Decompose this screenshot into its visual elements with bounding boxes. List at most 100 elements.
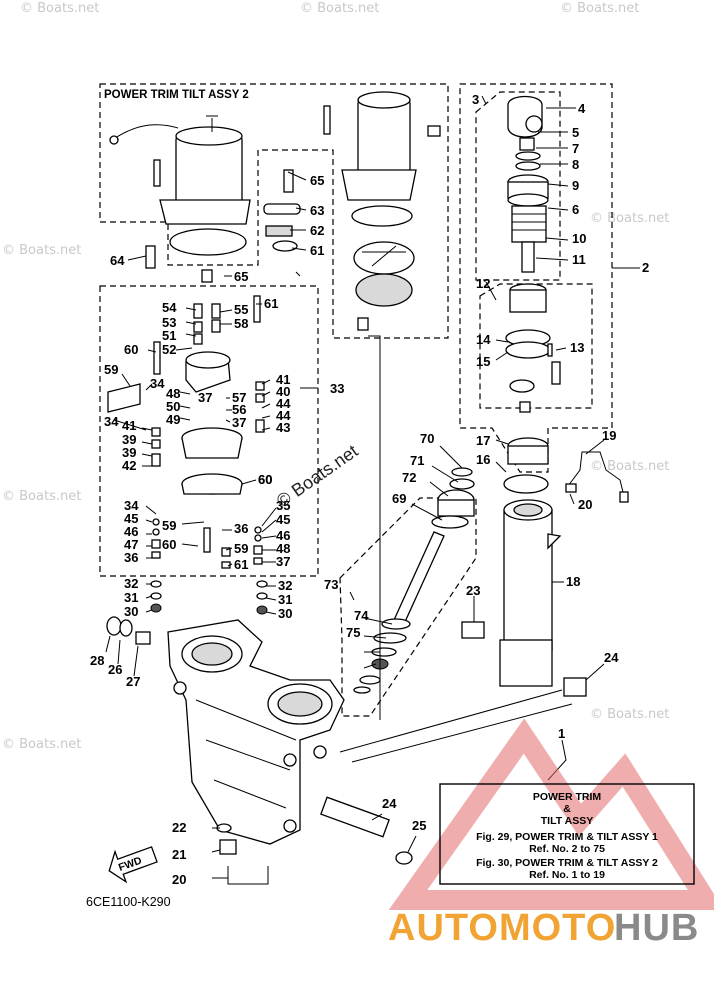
callout: 3 — [472, 92, 479, 107]
callout: 8 — [572, 157, 579, 172]
callout: 16 — [476, 452, 490, 467]
tilt-rod-assy — [507, 95, 549, 273]
callout: 36 — [234, 521, 248, 536]
callout: 19 — [602, 428, 616, 443]
figure-code: 6CE1100-K290 — [86, 895, 171, 909]
callout: 37 — [276, 554, 290, 569]
callout: 61 — [264, 296, 278, 311]
valve-small-parts — [150, 518, 268, 615]
callout: 70 — [420, 431, 434, 446]
watermark: © Boats.net — [2, 243, 81, 258]
callout: 24 — [604, 650, 619, 665]
info-line: & — [563, 803, 571, 815]
piston-assy — [505, 283, 561, 413]
callout: 20 — [578, 497, 592, 512]
callout: 32 — [124, 576, 138, 591]
callout: 15 — [476, 354, 490, 369]
tilt-cylinder — [461, 437, 587, 697]
callout: 6 — [572, 202, 579, 217]
callout: 18 — [566, 574, 580, 589]
leader-lines — [105, 95, 640, 879]
valve-body-upper — [107, 295, 261, 413]
callout: 34 — [104, 414, 119, 429]
tilt-ram-parts — [353, 467, 475, 694]
callout: 20 — [172, 872, 186, 887]
callout: 34 — [150, 376, 165, 391]
callout: 42 — [122, 458, 136, 473]
cylinder-assy-frame — [459, 83, 613, 473]
callout-labels: 65 63 62 61 64 65 54 53 51 52 55 58 61 6… — [90, 92, 649, 887]
callout: 30 — [124, 604, 138, 619]
assy2-frame — [99, 83, 449, 339]
callout: 13 — [570, 340, 584, 355]
trim-motor-right — [323, 91, 441, 331]
callout: 49 — [166, 412, 180, 427]
callout: 31 — [124, 590, 138, 605]
callout: 4 — [578, 101, 586, 116]
callout: 12 — [476, 276, 490, 291]
callout: 7 — [572, 141, 579, 156]
callout: 74 — [354, 608, 369, 623]
watermark: © Boats.net — [590, 459, 669, 474]
ram-assy-frame — [339, 497, 477, 717]
callout: 31 — [278, 592, 292, 607]
callout: 72 — [402, 470, 416, 485]
callout: 25 — [412, 818, 426, 833]
callout: 45 — [124, 511, 138, 526]
callout: 32 — [278, 578, 292, 593]
callout: 5 — [572, 125, 579, 140]
callout: 21 — [172, 847, 186, 862]
seal-stack — [145, 169, 301, 283]
callout: 59 — [162, 518, 176, 533]
info-line: Fig. 30, POWER TRIM & TILT ASSY 2 — [476, 857, 658, 869]
callout: 1 — [558, 726, 565, 741]
callout: 14 — [476, 332, 491, 347]
callout: 52 — [162, 342, 176, 357]
callout: 37 — [198, 390, 212, 405]
info-box — [439, 783, 695, 885]
callout: 36 — [124, 550, 138, 565]
callout: 54 — [162, 300, 177, 315]
callout: 26 — [108, 662, 122, 677]
info-line: Fig. 29, POWER TRIM & TILT ASSY 1 — [476, 831, 658, 843]
trim-motor-left — [109, 115, 251, 256]
callout: 46 — [276, 528, 290, 543]
callout: 39 — [122, 445, 136, 460]
assy2-title: POWER TRIM TILT ASSY 2 — [104, 89, 249, 101]
callout: 59 — [234, 541, 248, 556]
watermark: © Boats.net — [560, 1, 639, 16]
callout: 43 — [276, 420, 290, 435]
automotohub-logo-mark — [388, 718, 714, 910]
callout: 37 — [232, 415, 246, 430]
callout: 33 — [330, 381, 344, 396]
callout: 17 — [476, 433, 490, 448]
callout: 27 — [126, 674, 140, 689]
callout: 11 — [572, 252, 586, 267]
watermark: © Boats.net — [20, 1, 99, 16]
callout: 56 — [232, 402, 246, 417]
callout: 48 — [276, 541, 290, 556]
logo-text-hub: HUB — [614, 907, 699, 949]
center-watermark: © Boats.net — [273, 441, 362, 511]
callout: 59 — [104, 362, 118, 377]
hydraulic-pipe — [565, 451, 629, 503]
callout: 60 — [162, 537, 176, 552]
callout: 44 — [276, 396, 291, 411]
callout: 65 — [234, 269, 248, 284]
callout: 30 — [278, 606, 292, 621]
callout: 47 — [124, 537, 138, 552]
callout: 24 — [382, 796, 397, 811]
watermark: © Boats.net — [590, 707, 669, 722]
callout: 9 — [572, 178, 579, 193]
info-line: POWER TRIM — [533, 791, 601, 803]
housing-fittings — [106, 616, 413, 885]
callout: 64 — [110, 253, 125, 268]
callout: 23 — [466, 583, 480, 598]
valve-assy-frame — [99, 285, 319, 577]
callout: 65 — [310, 173, 324, 188]
callout: 53 — [162, 315, 176, 330]
callout: 41 — [122, 418, 136, 433]
trim-tilt-housing — [167, 619, 573, 845]
info-line: Ref. No. 2 to 75 — [529, 843, 605, 855]
